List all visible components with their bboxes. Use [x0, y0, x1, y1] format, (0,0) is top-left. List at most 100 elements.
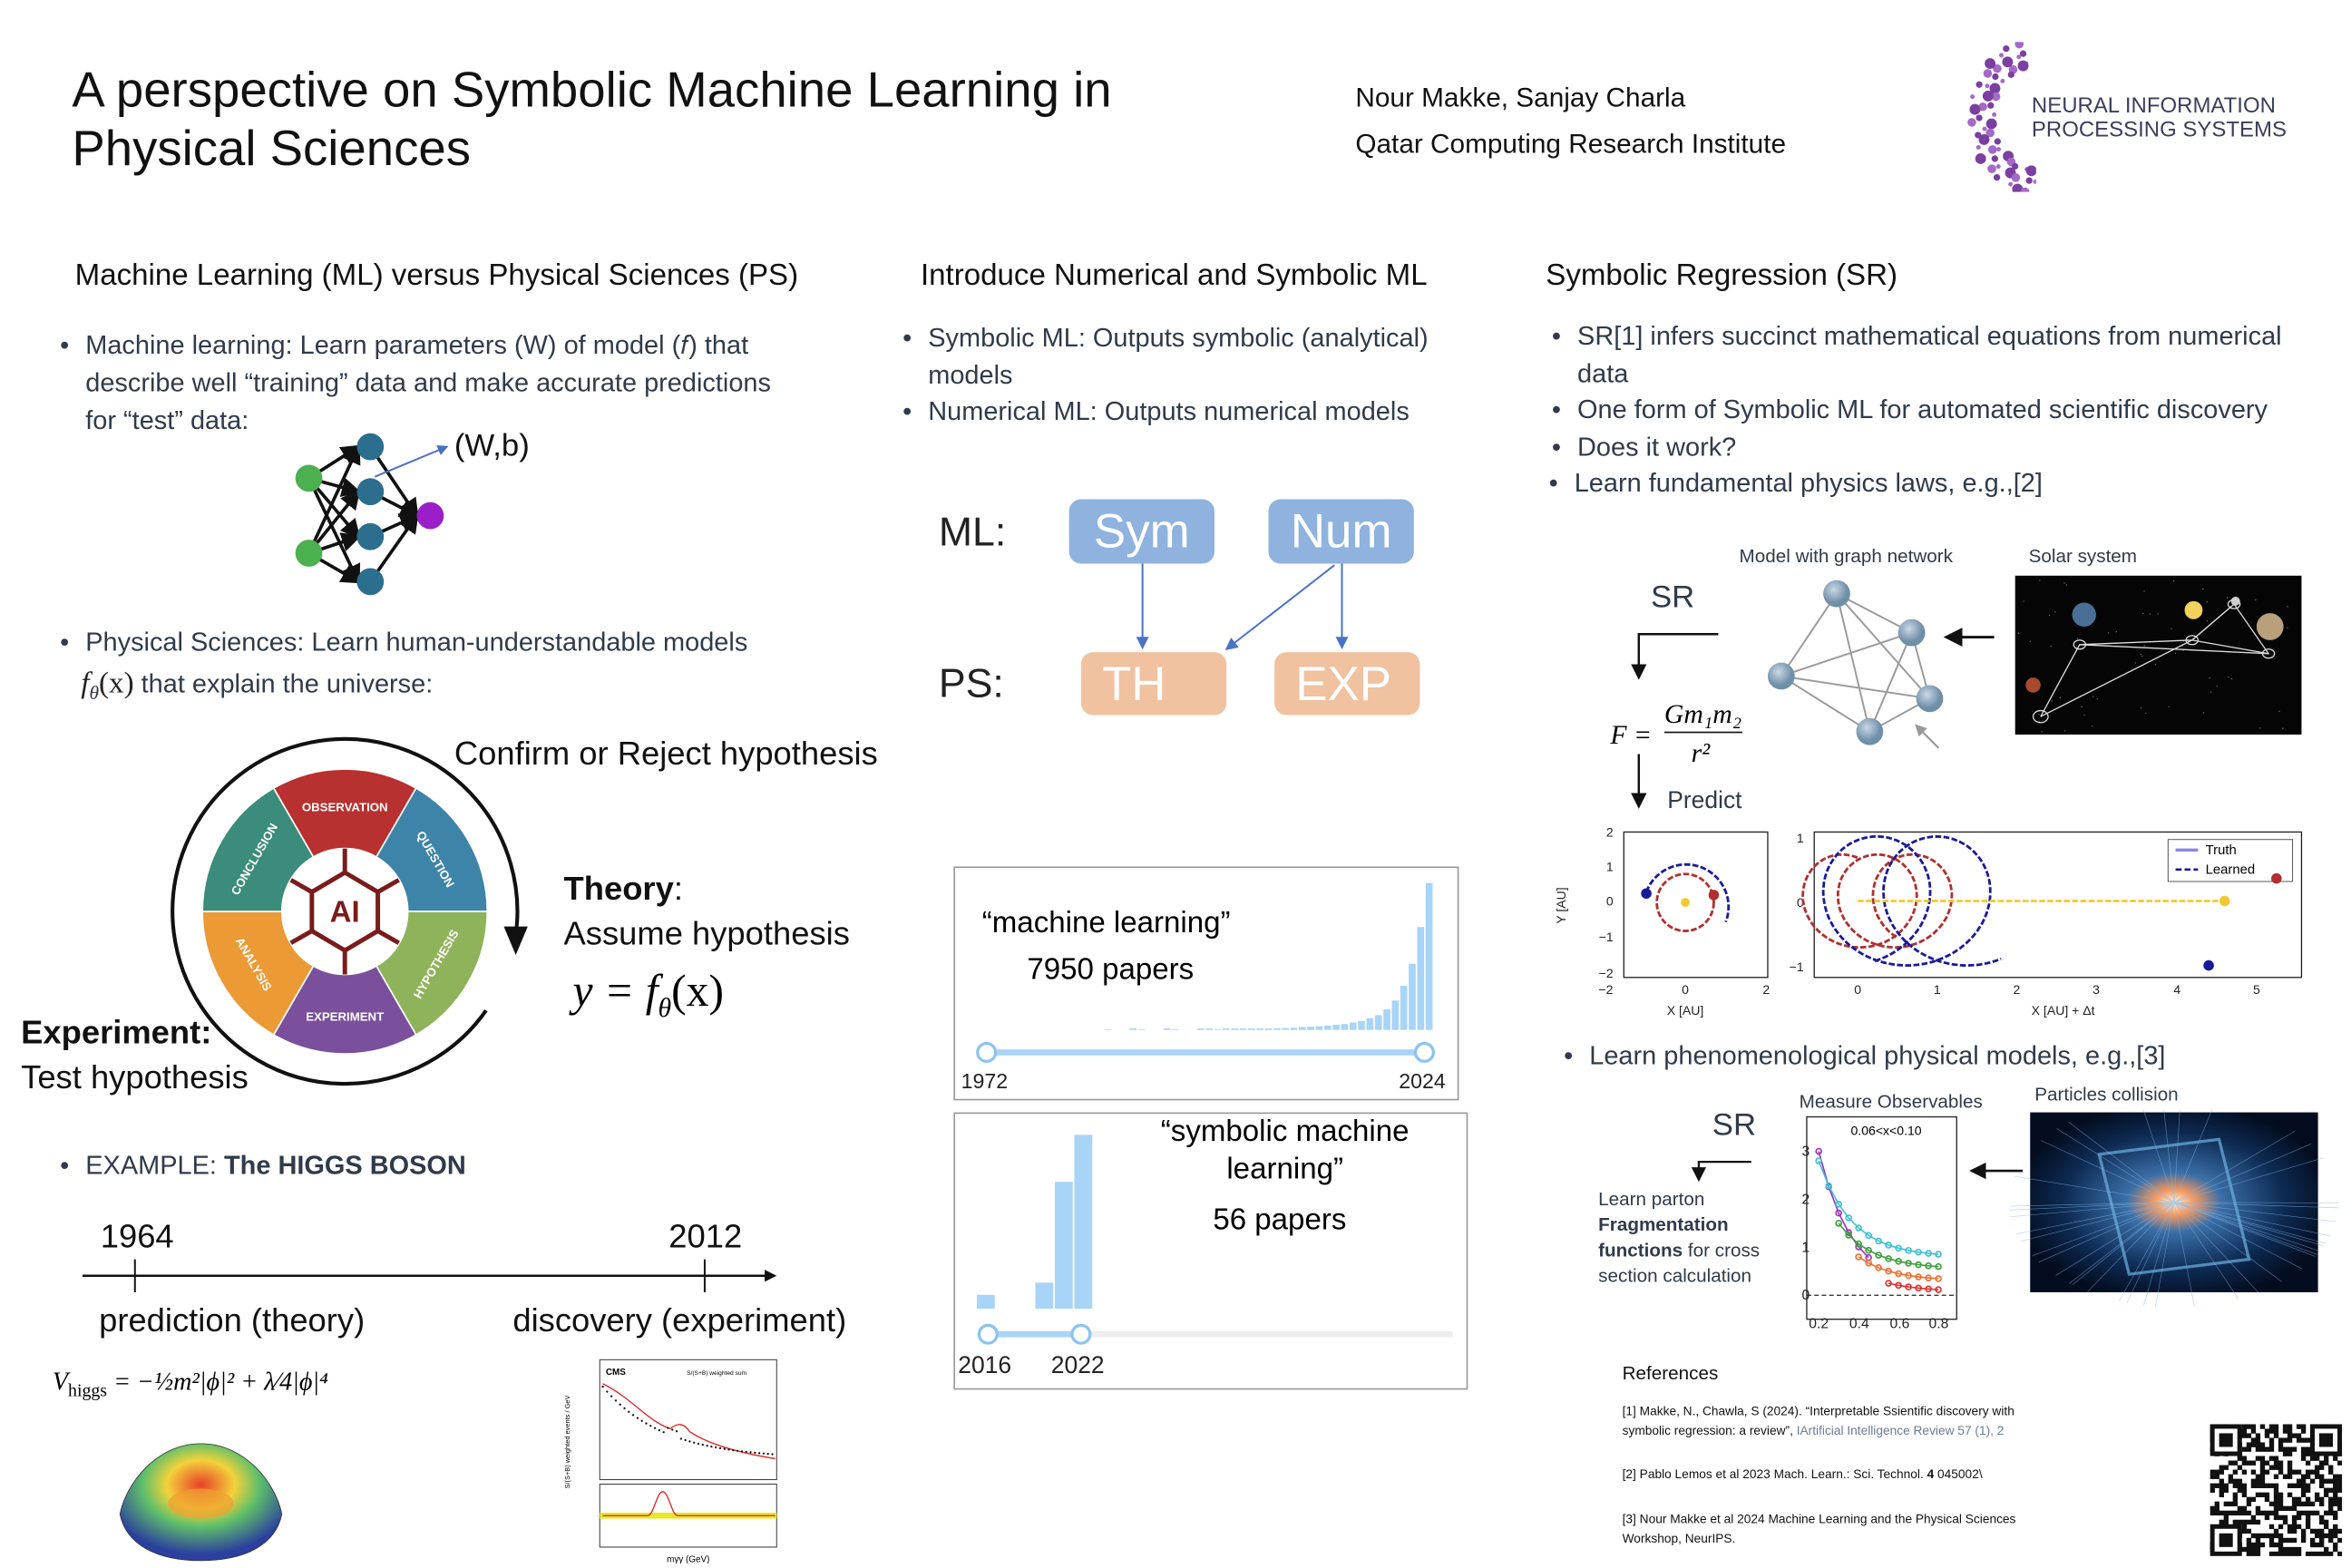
reference-link[interactable]: IArtificial Intelligence Review 57 (1), … [1796, 1421, 2005, 1437]
qr-module [2324, 1519, 2329, 1525]
qr-module [2273, 1533, 2279, 1539]
formula-rest: = −½m²|ϕ|² + λ⁄4|ϕ|⁴ [107, 1367, 328, 1396]
slider-handle[interactable] [1070, 1323, 1092, 1345]
logo-dot [1978, 102, 1987, 112]
qr-module [2300, 1428, 2307, 1434]
qr-module [2259, 1478, 2266, 1484]
graph-edge [1780, 593, 1838, 678]
qr-module [2333, 1524, 2338, 1530]
example-higgs: The HIGGS BOSON [223, 1149, 466, 1180]
data-point [1865, 1246, 1872, 1254]
star [2210, 691, 2212, 693]
star [2050, 646, 2052, 648]
qr-module [2214, 1501, 2219, 1507]
qr-code[interactable] [2210, 1424, 2343, 1556]
qr-module [2324, 1456, 2329, 1461]
logo-dot [1985, 83, 1990, 89]
qr-module [2309, 1478, 2316, 1484]
data-point [1825, 1182, 1832, 1190]
slider-handle[interactable] [1413, 1041, 1435, 1064]
range-end-label: 2022 [1050, 1353, 1105, 1379]
qr-module [2309, 1501, 2316, 1507]
logo-dot [1987, 145, 1997, 154]
qr-module [2300, 1510, 2307, 1516]
qr-module [2264, 1514, 2270, 1521]
slider-handle[interactable] [976, 1041, 998, 1064]
qr-module [2246, 1510, 2252, 1516]
measure-observables-label: Measure Observables [1799, 1091, 1983, 1113]
cms-data-point [749, 1451, 752, 1454]
logo-dot [1967, 118, 1976, 127]
cms-xlabel: mγγ (GeV) [667, 1554, 709, 1563]
star [2145, 712, 2147, 715]
test-hypothesis-label: Test hypothesis [21, 1058, 249, 1096]
qr-module [2291, 1524, 2297, 1530]
bullet-line: that explain the universe: [133, 668, 434, 699]
light-ray [2009, 1202, 2174, 1211]
qr-module [2291, 1528, 2297, 1534]
histogram-bar [1383, 1008, 1390, 1030]
star [2255, 599, 2257, 601]
qr-module [2250, 1483, 2257, 1488]
qr-module [2255, 1505, 2261, 1512]
bullet-physical-sciences: • Physical Sciences: Learn human-underst… [60, 624, 747, 712]
reference-text: [1] Makke, N., Chawla, S (2024). “Interp… [1622, 1403, 2014, 1437]
qr-module [2328, 1505, 2334, 1512]
qr-module [2250, 1424, 2257, 1429]
star [2041, 731, 2043, 733]
qr-module [2219, 1469, 2224, 1475]
qr-module [2273, 1474, 2279, 1479]
qr-module [2237, 1478, 2243, 1484]
cms-data-point [645, 1422, 648, 1425]
planet-blue-end [2203, 959, 2214, 971]
qr-module [2214, 1510, 2219, 1516]
qr-module [2287, 1551, 2293, 1556]
light-ray [2173, 1157, 2324, 1203]
formula-numerator: Gm₁m₂ [1663, 698, 1742, 734]
star [2092, 696, 2094, 697]
qr-module [2300, 1424, 2307, 1429]
qr-finder [2219, 1433, 2233, 1447]
sr-label: SR [1651, 579, 1695, 615]
light-ray [2032, 1202, 2175, 1257]
qr-module [2318, 1465, 2325, 1470]
logo-dot [2000, 78, 2005, 83]
ytick: 2 [1606, 824, 1614, 839]
qr-module [2237, 1510, 2243, 1516]
qr-module [2300, 1483, 2307, 1488]
qr-module [2264, 1460, 2270, 1466]
histogram-bars [976, 1135, 1453, 1345]
logo-dot [1996, 147, 2001, 152]
histogram-bar [1323, 1025, 1332, 1030]
logo-dot [1982, 90, 1994, 102]
qr-module [2309, 1542, 2316, 1548]
qr-module [2314, 1542, 2320, 1548]
qr-module [2300, 1437, 2307, 1443]
qr-module [2273, 1510, 2279, 1516]
slider-handle[interactable] [977, 1323, 999, 1345]
qr-module [2305, 1496, 2311, 1503]
sr-gravity-diagram [1631, 575, 2302, 809]
graph-node [1823, 579, 1850, 608]
qr-module [2210, 1474, 2215, 1479]
qr-module [2246, 1496, 2252, 1503]
qr-module [2259, 1469, 2266, 1475]
qr-module [2273, 1428, 2279, 1434]
qr-module [2278, 1469, 2284, 1475]
qr-module [2273, 1483, 2279, 1488]
star [2023, 600, 2024, 602]
authors: Nour Makke, Sanjay Charla [1355, 82, 1686, 112]
ps-label: PS: [938, 660, 1004, 706]
logo-dot [1975, 144, 1981, 150]
logo-dot [2007, 71, 2014, 78]
prediction-label: prediction (theory) [99, 1300, 366, 1339]
formula-x: (x) [671, 967, 724, 1017]
histogram-bar [1391, 1000, 1400, 1030]
logo-dot [2011, 173, 2021, 182]
qr-module [2296, 1483, 2302, 1488]
qr-module [2278, 1437, 2284, 1443]
cms-data-point [715, 1446, 717, 1449]
qr-module [2300, 1492, 2307, 1497]
logo-dot [2011, 162, 2019, 170]
cms-data-point [745, 1450, 747, 1454]
